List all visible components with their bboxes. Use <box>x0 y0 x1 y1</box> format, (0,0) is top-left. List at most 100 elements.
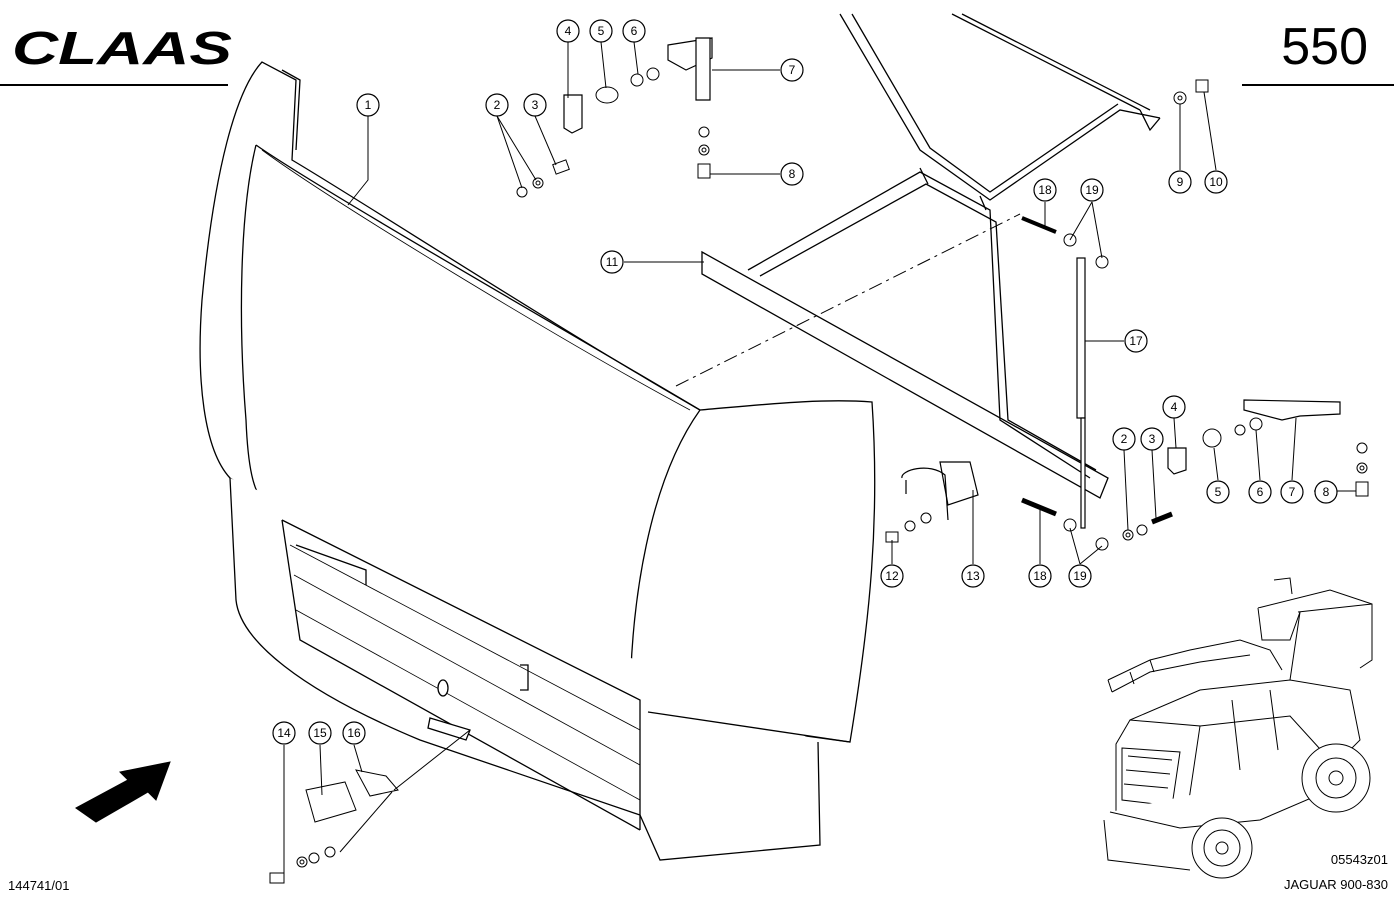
callout-label: 3 <box>1149 432 1156 446</box>
callout-6: 6 <box>622 19 646 43</box>
gas-strut <box>1076 257 1086 529</box>
callout-9: 9 <box>1168 170 1192 194</box>
callout-label: 9 <box>1177 175 1184 189</box>
callout-label: 6 <box>1257 485 1264 499</box>
callout-label: 15 <box>313 726 327 740</box>
callout-1: 1 <box>356 93 380 117</box>
callout-label: 14 <box>277 726 291 740</box>
callout-3: 3 <box>523 93 547 117</box>
callout-label: 8 <box>1323 485 1330 499</box>
callout-label: 3 <box>532 98 539 112</box>
hinge-parts <box>563 37 1341 475</box>
callout-label: 1 <box>365 98 372 112</box>
callout-6: 6 <box>1248 480 1272 504</box>
callout-16: 16 <box>342 721 366 745</box>
callout-label: 5 <box>1215 485 1222 499</box>
callout-3: 3 <box>1140 427 1164 451</box>
callout-circle <box>1112 427 1136 451</box>
callout-circle <box>356 93 380 117</box>
callout-4: 4 <box>1162 395 1186 419</box>
callout-circle <box>485 93 509 117</box>
callout-2: 2 <box>1112 427 1136 451</box>
callout-label: 19 <box>1085 183 1099 197</box>
callout-label: 8 <box>789 167 796 181</box>
callout-circle <box>1080 178 1104 202</box>
callout-circle <box>622 19 646 43</box>
frame-bracket <box>675 13 1161 499</box>
callout-circle <box>1140 427 1164 451</box>
callout-circle <box>1314 480 1338 504</box>
callout-label: 18 <box>1033 569 1047 583</box>
callout-circle <box>1028 564 1052 588</box>
callout-circle <box>1124 329 1148 353</box>
callout-7: 7 <box>780 58 804 82</box>
callout-19: 19 <box>1068 564 1092 588</box>
image-code: 05543z01 <box>1331 852 1388 867</box>
callout-label: 13 <box>966 569 980 583</box>
callout-5: 5 <box>1206 480 1230 504</box>
machine-overview-thumbnail <box>1103 577 1373 879</box>
callout-11: 11 <box>600 250 624 274</box>
callout-circle <box>1280 480 1304 504</box>
hood-assembly <box>199 61 876 861</box>
callout-circle <box>1033 178 1057 202</box>
callout-13: 13 <box>961 564 985 588</box>
callout-label: 19 <box>1073 569 1087 583</box>
callout-label: 2 <box>494 98 501 112</box>
page-number: 550 <box>1281 18 1368 76</box>
callout-circle <box>880 564 904 588</box>
callout-label: 17 <box>1129 334 1143 348</box>
callout-circle <box>1068 564 1092 588</box>
callout-8: 8 <box>780 162 804 186</box>
callout-2: 2 <box>485 93 509 117</box>
callout-circle <box>556 19 580 43</box>
callout-circle <box>1248 480 1272 504</box>
callout-circle <box>1206 480 1230 504</box>
model-name: JAGUAR 900-830 <box>1284 877 1388 892</box>
callout-circle <box>780 58 804 82</box>
brand-logo: CLAAS <box>12 22 232 74</box>
callout-circle <box>600 250 624 274</box>
callout-19: 19 <box>1080 178 1104 202</box>
callout-18: 18 <box>1028 564 1052 588</box>
callout-circle <box>272 721 296 745</box>
callout-10: 10 <box>1204 170 1228 194</box>
callout-circle <box>961 564 985 588</box>
callout-5: 5 <box>589 19 613 43</box>
callout-14: 14 <box>272 721 296 745</box>
callout-label: 4 <box>565 24 572 38</box>
latch-bracket <box>901 461 979 521</box>
leader-lines <box>283 41 1356 875</box>
callout-label: 2 <box>1121 432 1128 446</box>
callout-circle <box>780 162 804 186</box>
callout-12: 12 <box>880 564 904 588</box>
callout-17: 17 <box>1124 329 1148 353</box>
callout-8: 8 <box>1314 480 1338 504</box>
callout-7: 7 <box>1280 480 1304 504</box>
callout-circle <box>308 721 332 745</box>
callout-label: 18 <box>1038 183 1052 197</box>
callout-label: 10 <box>1209 175 1223 189</box>
callout-4: 4 <box>556 19 580 43</box>
callout-circle <box>589 19 613 43</box>
callout-label: 6 <box>631 24 638 38</box>
callout-label: 16 <box>347 726 361 740</box>
callout-circle <box>523 93 547 117</box>
callout-label: 7 <box>789 63 796 77</box>
callout-15: 15 <box>308 721 332 745</box>
callout-label: 4 <box>1171 400 1178 414</box>
callout-label: 12 <box>885 569 899 583</box>
callout-label: 7 <box>1289 485 1296 499</box>
fasteners <box>269 67 1369 884</box>
callout-circle <box>342 721 366 745</box>
callout-label: 11 <box>606 255 619 269</box>
drawing-id: 144741/01 <box>8 878 69 893</box>
callout-circle <box>1162 395 1186 419</box>
callout-label: 5 <box>598 24 605 38</box>
direction-arrow-icon <box>75 761 171 823</box>
callout-18: 18 <box>1033 178 1057 202</box>
callout-circle <box>1204 170 1228 194</box>
callout-circle <box>1168 170 1192 194</box>
